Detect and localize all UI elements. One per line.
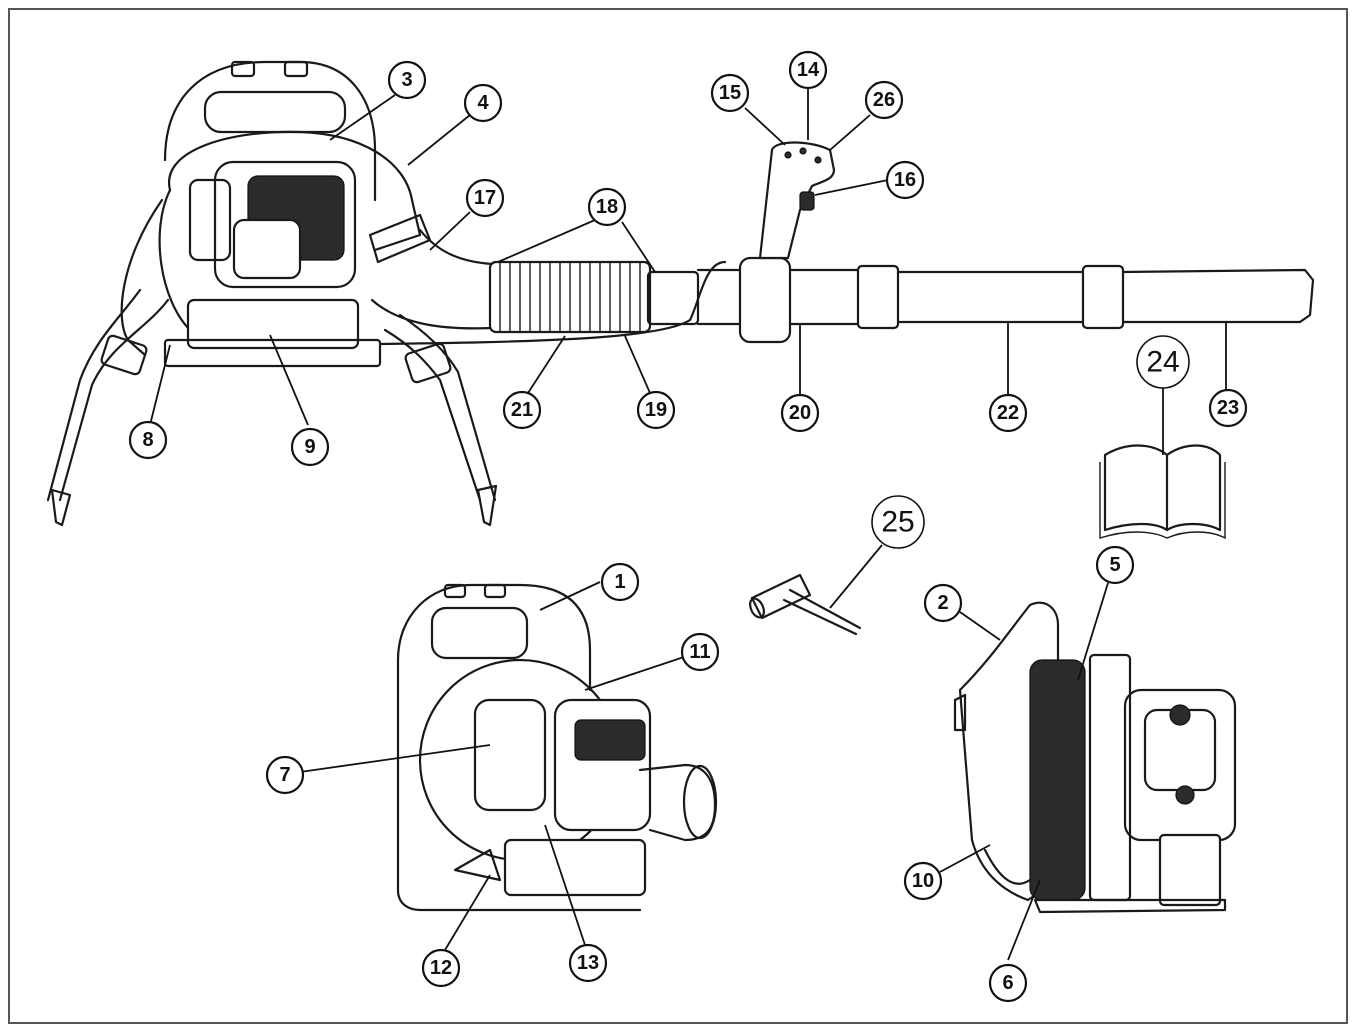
callout-14: 14 <box>788 50 828 90</box>
svg-text:8: 8 <box>142 429 153 451</box>
callout-23: 23 <box>1208 388 1248 428</box>
owners-manual-book <box>1099 444 1226 540</box>
backpack-unit-front <box>396 583 718 912</box>
svg-text:5: 5 <box>1109 554 1120 576</box>
callout-4: 4 <box>463 83 503 123</box>
callout-10: 10 <box>903 861 943 901</box>
callout-20: 20 <box>780 393 820 433</box>
svg-text:24: 24 <box>1146 346 1179 379</box>
svg-text:1: 1 <box>614 571 625 593</box>
callout-16: 16 <box>885 160 925 200</box>
flex-hose-ribs <box>499 262 641 332</box>
callout-6: 6 <box>988 963 1028 1003</box>
svg-text:25: 25 <box>881 506 914 539</box>
svg-text:3: 3 <box>401 69 412 91</box>
callout-18: 18 <box>587 187 627 227</box>
callout-12: 12 <box>421 948 461 988</box>
callout-13: 13 <box>568 943 608 983</box>
svg-text:13: 13 <box>577 952 599 974</box>
backpack-unit-side <box>953 601 1237 914</box>
backpack-unit-top <box>46 60 498 527</box>
svg-text:20: 20 <box>789 402 811 424</box>
callout-5: 5 <box>1095 545 1135 585</box>
callout-21: 21 <box>502 390 542 430</box>
svg-text:11: 11 <box>689 641 710 663</box>
leader-lines <box>149 88 1227 961</box>
svg-text:22: 22 <box>997 402 1019 424</box>
callout-1: 1 <box>600 562 640 602</box>
callout-8: 8 <box>128 420 168 460</box>
callout-25: 25 <box>871 495 925 549</box>
svg-text:4: 4 <box>477 92 489 114</box>
svg-text:2: 2 <box>937 592 948 614</box>
svg-text:10: 10 <box>912 870 934 892</box>
callout-3: 3 <box>387 60 427 100</box>
callout-22: 22 <box>988 393 1028 433</box>
callout-9: 9 <box>290 427 330 467</box>
callout-2: 2 <box>923 583 963 623</box>
svg-text:12: 12 <box>430 957 452 979</box>
callout-24: 24 <box>1136 335 1190 389</box>
svg-text:26: 26 <box>873 89 895 111</box>
callout-26: 26 <box>864 80 904 120</box>
callout-19: 19 <box>636 390 676 430</box>
callout-7: 7 <box>265 755 305 795</box>
callout-11: 11 <box>680 632 720 672</box>
svg-text:23: 23 <box>1217 397 1239 419</box>
svg-text:21: 21 <box>511 399 533 421</box>
callout-17: 17 <box>465 178 505 218</box>
svg-text:18: 18 <box>596 196 618 218</box>
svg-text:15: 15 <box>719 82 741 104</box>
svg-text:7: 7 <box>279 764 290 786</box>
callout-15: 15 <box>710 73 750 113</box>
svg-text:17: 17 <box>474 187 496 209</box>
svg-text:14: 14 <box>797 59 820 81</box>
svg-text:9: 9 <box>304 436 315 458</box>
blower-tube-assembly <box>378 141 1315 346</box>
svg-text:19: 19 <box>645 399 667 421</box>
svg-text:16: 16 <box>894 169 916 191</box>
spark-plug-wrench <box>749 573 862 636</box>
svg-text:6: 6 <box>1002 972 1013 994</box>
